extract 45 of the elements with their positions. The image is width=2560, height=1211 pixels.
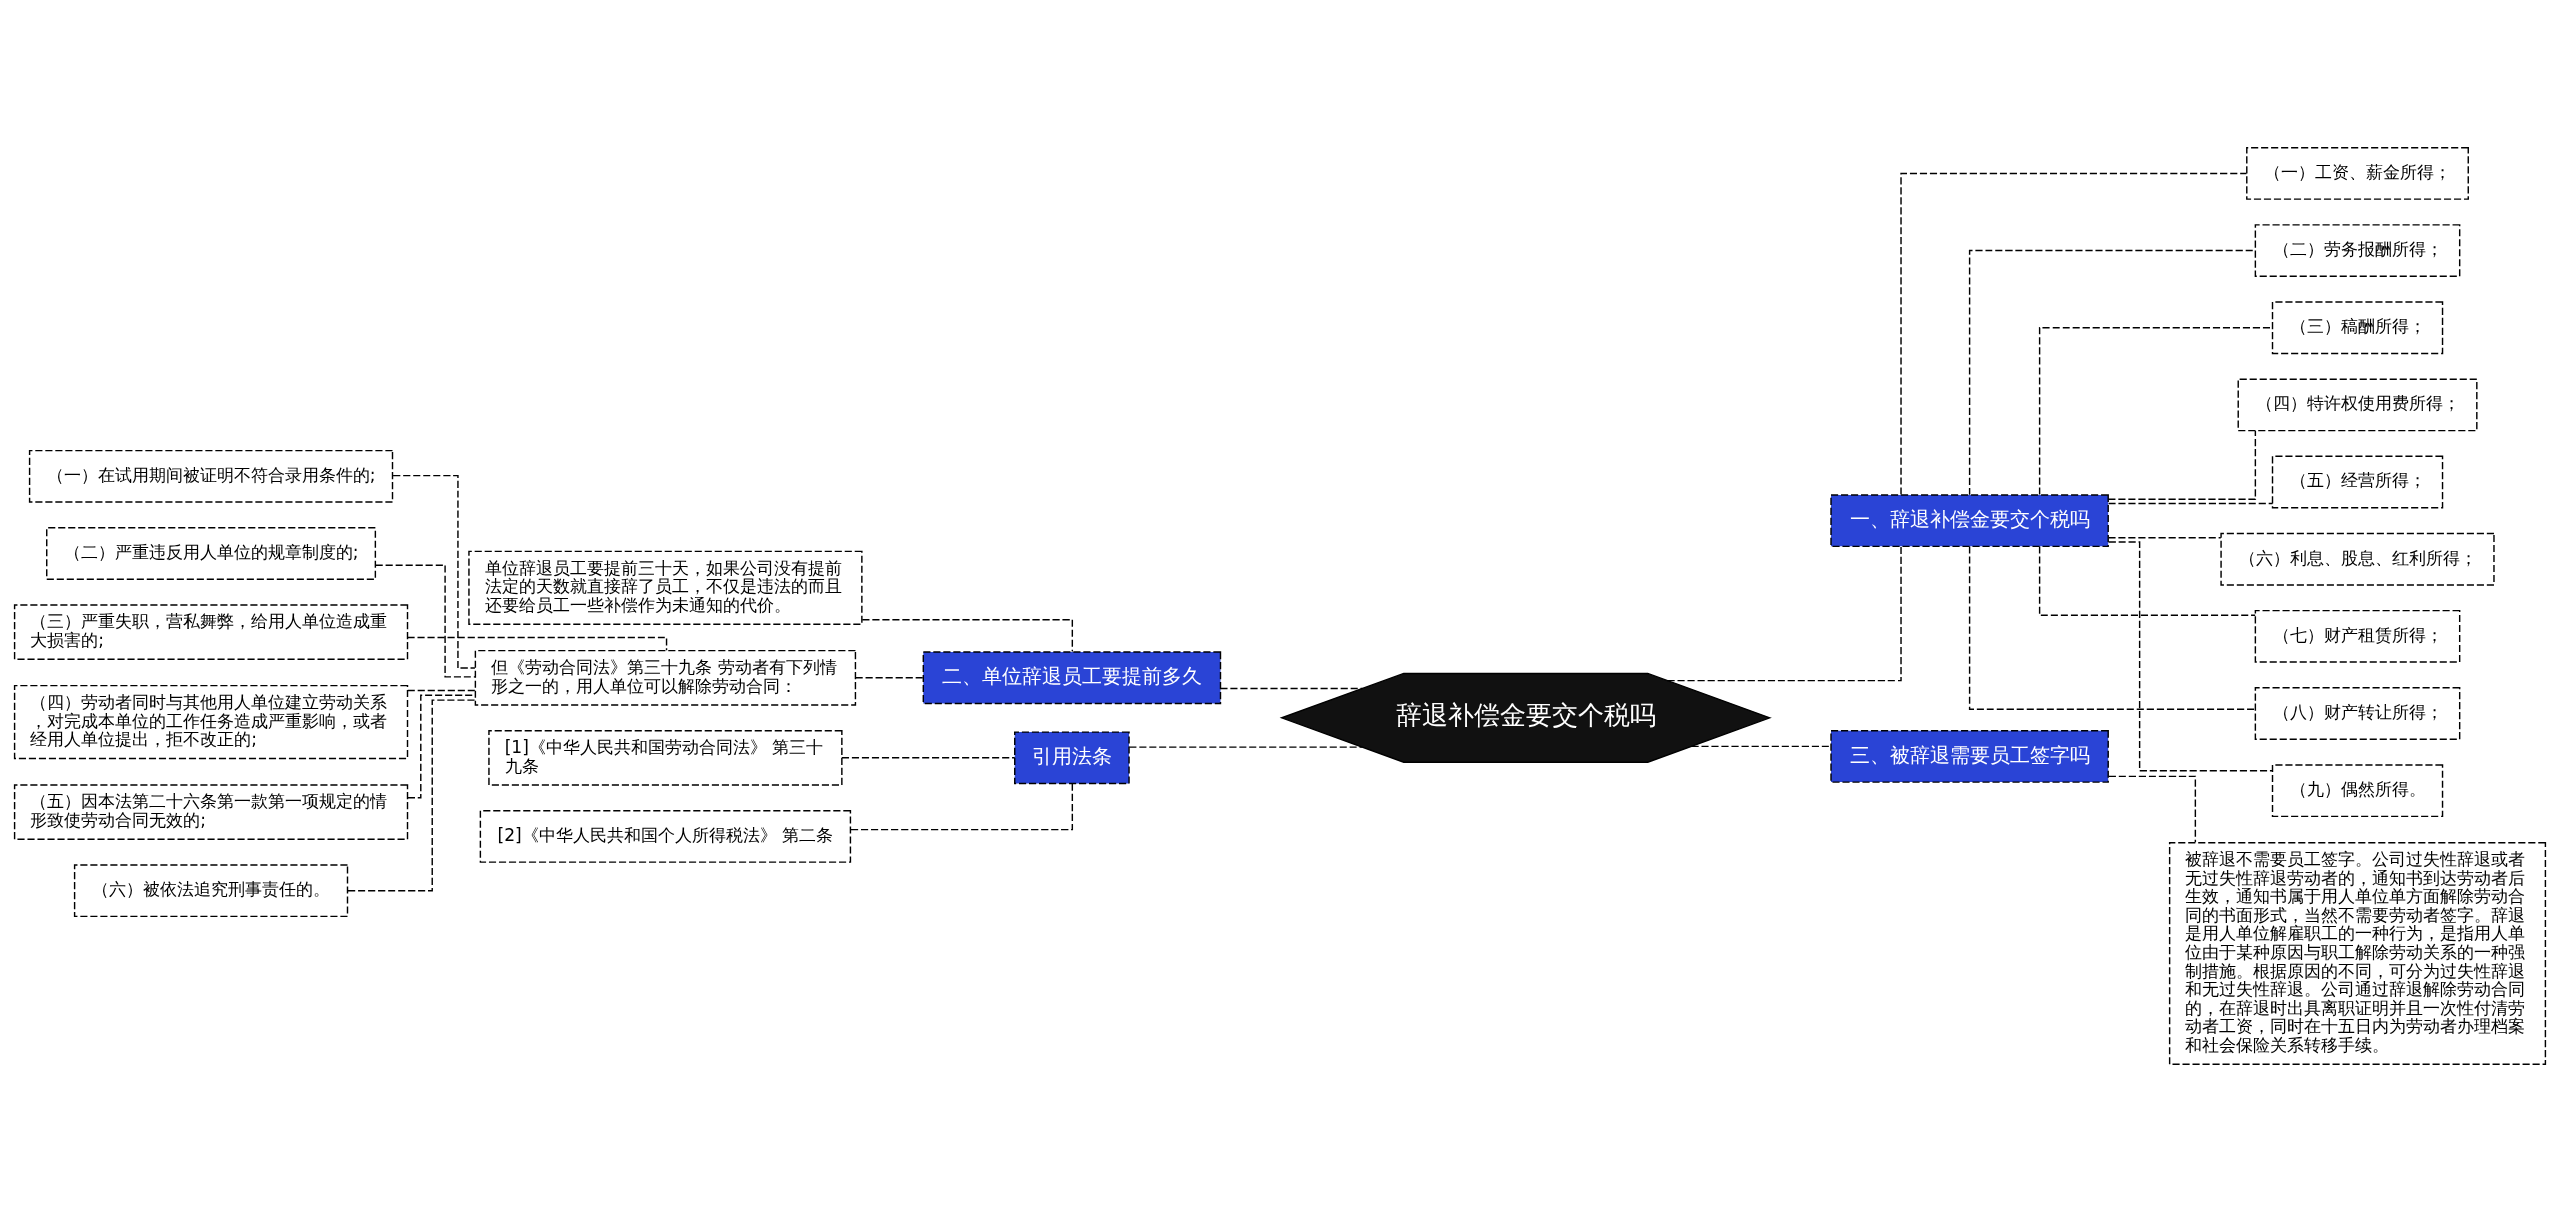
node-box: （七）财产租赁所得；	[2254, 609, 2461, 663]
connector	[841, 756, 1016, 759]
node-box: （八）财产转让所得；	[2254, 686, 2461, 740]
node-box: （九）偶然所得。	[2271, 763, 2444, 817]
node-box: （一）在试用期间被证明不符合录用条件的;	[28, 449, 394, 503]
node-box: （六）利息、股息、红利所得；	[2220, 532, 2495, 586]
connector	[1690, 745, 1832, 747]
node-box: （五）因本法第二十六条第一款第一项规定的情形致使劳动合同无效的;	[13, 783, 409, 840]
node-box: （一）工资、薪金所得；	[2246, 146, 2469, 200]
connector	[1968, 249, 2256, 495]
node-box: （六）被依法追究刑事责任的。	[73, 863, 349, 917]
node-box: （三）稿酬所得；	[2271, 300, 2444, 354]
connector	[1128, 745, 1363, 748]
connector	[2107, 502, 2274, 504]
connector	[406, 689, 476, 691]
connector	[2108, 775, 2197, 843]
connector	[1219, 687, 1363, 689]
connector	[2107, 536, 2222, 538]
connector	[854, 676, 924, 678]
node-box: [1]《中华人民共和国劳动合同法》 第三十九条	[488, 729, 843, 786]
connector	[392, 474, 476, 669]
connector	[347, 698, 476, 891]
node-box: （三）严重失职，营私舞弊，给用人单位造成重大损害的;	[13, 603, 409, 660]
connector	[406, 636, 668, 651]
node-box: 但《劳动合同法》第三十九条 劳动者有下列情形之一的，用人单位可以解除劳动合同：	[474, 649, 857, 706]
node-box: 引用法条	[1014, 730, 1130, 784]
connector	[2107, 429, 2257, 500]
node-box: （四）劳动者同时与其他用人单位建立劳动关系，对完成本单位的工作任务造成严重影响，或者经用人单位提出，拒不改正的;	[13, 684, 409, 759]
connector	[1968, 545, 2256, 710]
connector	[2038, 545, 2256, 616]
node-box: （五）经营所得；	[2271, 455, 2444, 508]
connector	[2107, 540, 2273, 771]
node-box: （二）严重违反用人单位的规章制度的;	[46, 526, 377, 580]
connector	[374, 564, 476, 678]
node-box: （四）特许权使用费所得；	[2237, 377, 2478, 431]
node-box: [2]《中华人民共和国个人所得税法》 第二条	[479, 809, 852, 863]
node-box: 被辞退不需要员工签字。公司过失性辞退或者无过失性辞退劳动者的，通知书到达劳动者后生效，通知书属于用人单位单方面解除劳动合同的书面形式，当然不需要劳动者签字。辞退是用人单位解雇职工的一种行为，是指用人单位由于某种原因与职工解除劳动关系的一种强制措施。根据原因的不同，可分为过失性辞退和无过失性辞退。公司通过辞退解除劳动合同的，在辞退时出具离职证明并且一次性付清劳动者工资，同时在十五日内为劳动者办理档案和社会保险关系转移手续。	[2168, 841, 2547, 1065]
node-box: 二、单位辞退员工要提前多久	[922, 650, 1222, 704]
connector	[850, 782, 1074, 830]
node-box: （二）劳务报酬所得；	[2254, 223, 2461, 277]
connector	[1900, 172, 2248, 495]
node-box: 单位辞退员工要提前三十天，如果公司没有提前法定的天数就直接辞了员工，不仅是违法的而且还要给员工一些补偿作为未通知的代价。	[468, 550, 863, 625]
node-box: 三、被辞退需要员工签字吗	[1830, 729, 2109, 783]
node-box: 一、辞退补偿金要交个税吗	[1830, 493, 2109, 547]
connector	[1666, 545, 1902, 681]
